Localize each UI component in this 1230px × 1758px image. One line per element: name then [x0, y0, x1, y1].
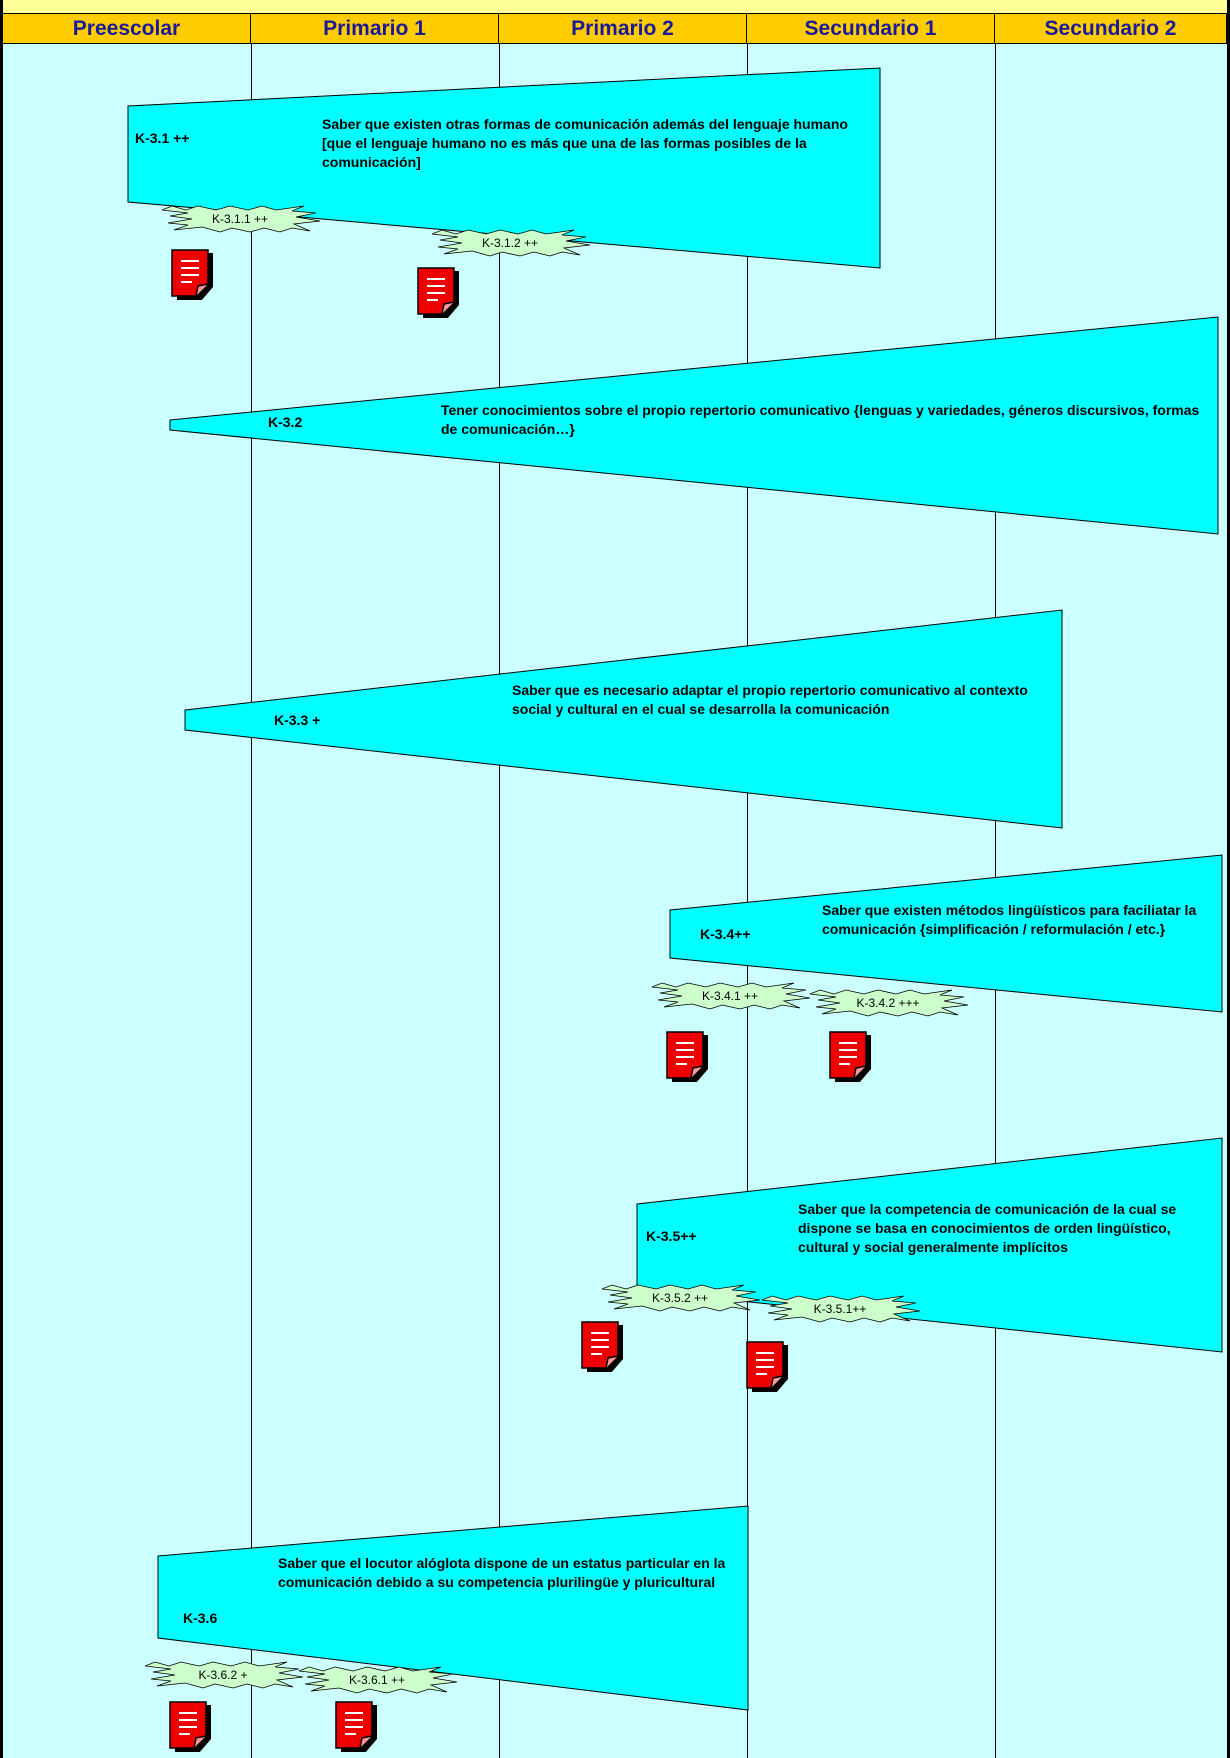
document-icon[interactable]: [665, 1030, 709, 1082]
wedge-k-3-1: [127, 67, 881, 269]
column-header-preescolar: Preescolar: [3, 14, 251, 44]
document-icon[interactable]: [416, 266, 460, 318]
column-header-secundario-2: Secundario 2: [995, 14, 1227, 44]
tag-label-k-3-4-1[interactable]: K-3.4.1 ++: [701, 989, 759, 1003]
left-border: [0, 0, 3, 1758]
item-text-k-3-4: Saber que existen métodos lingüísticos p…: [822, 902, 1197, 937]
column-divider: [499, 44, 500, 1758]
tag-label-k-3-6-2[interactable]: K-3.6.2 +: [198, 1668, 248, 1682]
item-code-k-3-2: K-3.2: [268, 414, 303, 430]
wedge-k-3-2: [169, 316, 1219, 535]
tag-label-k-3-5-1[interactable]: K-3.5.1++: [813, 1302, 867, 1316]
item-code-k-3-4: K-3.4++: [700, 926, 751, 942]
item-code-k-3-5: K-3.5++: [646, 1228, 697, 1244]
item-text-k-3-2: Tener conocimientos sobre el propio repe…: [441, 402, 1200, 437]
document-icon[interactable]: [580, 1320, 624, 1372]
column-header-primario-1: Primario 1: [251, 14, 499, 44]
wedge-k-3-4: [669, 854, 1223, 1013]
column-divider: [251, 44, 252, 1758]
column-header-primario-2: Primario 2: [499, 14, 747, 44]
wedge-k-3-3: [184, 609, 1063, 829]
item-code-k-3-6: K-3.6: [183, 1610, 218, 1626]
right-border: [1227, 0, 1230, 1758]
top-strip: [0, 0, 1230, 14]
document-icon[interactable]: [170, 248, 214, 300]
item-text-k-3-1: Saber que existen otras formas de comuni…: [322, 116, 848, 170]
document-icon[interactable]: [334, 1700, 378, 1752]
tag-label-k-3-5-2[interactable]: K-3.5.2 ++: [651, 1291, 709, 1305]
tag-label-k-3-4-2[interactable]: K-3.4.2 +++: [856, 996, 920, 1010]
item-code-k-3-3: K-3.3 +: [274, 712, 321, 728]
column-divider: [747, 44, 748, 1758]
document-icon[interactable]: [168, 1700, 212, 1752]
document-icon[interactable]: [828, 1030, 872, 1082]
wedge-k-3-5: [636, 1137, 1223, 1353]
item-code-k-3-1: K-3.1 ++: [135, 130, 190, 146]
tag-label-k-3-6-1[interactable]: K-3.6.1 ++: [348, 1673, 406, 1687]
item-text-k-3-5: Saber que la competencia de comunicación…: [798, 1201, 1177, 1255]
column-header-secundario-1: Secundario 1: [747, 14, 995, 44]
document-icon[interactable]: [745, 1340, 789, 1392]
tag-label-k-3-1-1[interactable]: K-3.1.1 ++: [211, 212, 269, 226]
wedge-k-3-6: [157, 1505, 749, 1711]
tag-label-k-3-1-2[interactable]: K-3.1.2 ++: [481, 236, 539, 250]
item-text-k-3-6: Saber que el locutor alóglota dispone de…: [278, 1555, 726, 1590]
item-text-k-3-3: Saber que es necesario adaptar el propio…: [512, 682, 1028, 717]
